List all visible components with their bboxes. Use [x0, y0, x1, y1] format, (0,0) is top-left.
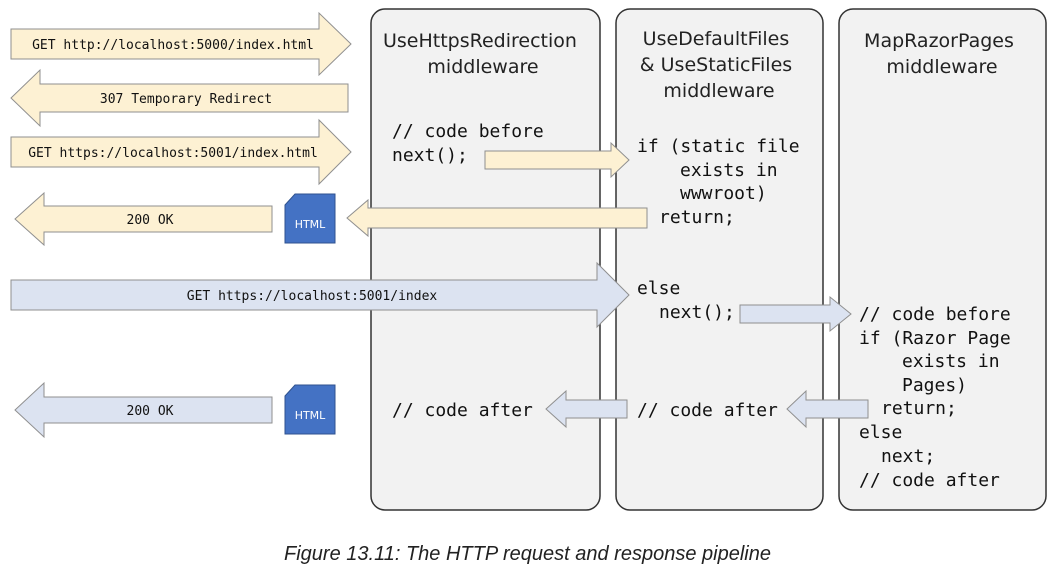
redirect-arrow [10, 68, 349, 128]
col3-code: // code before if (Razor Page exists in … [859, 304, 1022, 491]
response-arrow-page [14, 381, 273, 439]
request-arrow-http [10, 11, 352, 77]
next-arrow-to-razor [739, 295, 852, 333]
request-arrow-https-html [10, 118, 352, 186]
column-title-razor: MapRazorPages middleware [864, 30, 1020, 78]
razor-return-arrow [786, 389, 869, 429]
col2-else: else [637, 278, 680, 299]
request-arrow-page [10, 261, 630, 329]
redirect-label: 307 Temporary Redirect [100, 92, 272, 107]
request-label-http: GET http://localhost:5000/index.html [32, 38, 314, 53]
column-static-files [615, 8, 824, 511]
col2-if-static-file: if (static file exists in wwwroot) [637, 136, 810, 204]
html-badge-label: HTML [295, 218, 326, 231]
figure-caption: Figure 13.11: The HTTP request and respo… [284, 543, 771, 565]
request-label-page: GET https://localhost:5001/index [187, 289, 438, 304]
html-badge-label: HTML [295, 409, 326, 422]
static-after-return-arrow [545, 389, 628, 429]
column-title-static: UseDefaultFiles & UseStaticFiles middlew… [640, 28, 798, 102]
col2-next: next(); [659, 302, 735, 323]
col1-next: next(); [392, 145, 468, 166]
col1-code-before: // code before [392, 121, 544, 142]
response-label-page: 200 OK [127, 404, 174, 419]
html-document-icon [284, 193, 336, 244]
request-label-https-html: GET https://localhost:5001/index.html [28, 146, 318, 161]
next-arrow-to-static [484, 141, 630, 179]
column-razor-pages [838, 8, 1047, 511]
col2-return: return; [659, 207, 735, 228]
response-label-static: 200 OK [127, 213, 174, 228]
col2-code-after: // code after [637, 400, 778, 421]
static-return-arrow [346, 198, 648, 238]
column-https-redirection [370, 8, 601, 511]
column-title-https: UseHttpsRedirection middleware [383, 30, 583, 78]
html-document-icon [284, 384, 336, 435]
col1-code-after: // code after [392, 400, 533, 421]
response-arrow-static [14, 191, 273, 247]
